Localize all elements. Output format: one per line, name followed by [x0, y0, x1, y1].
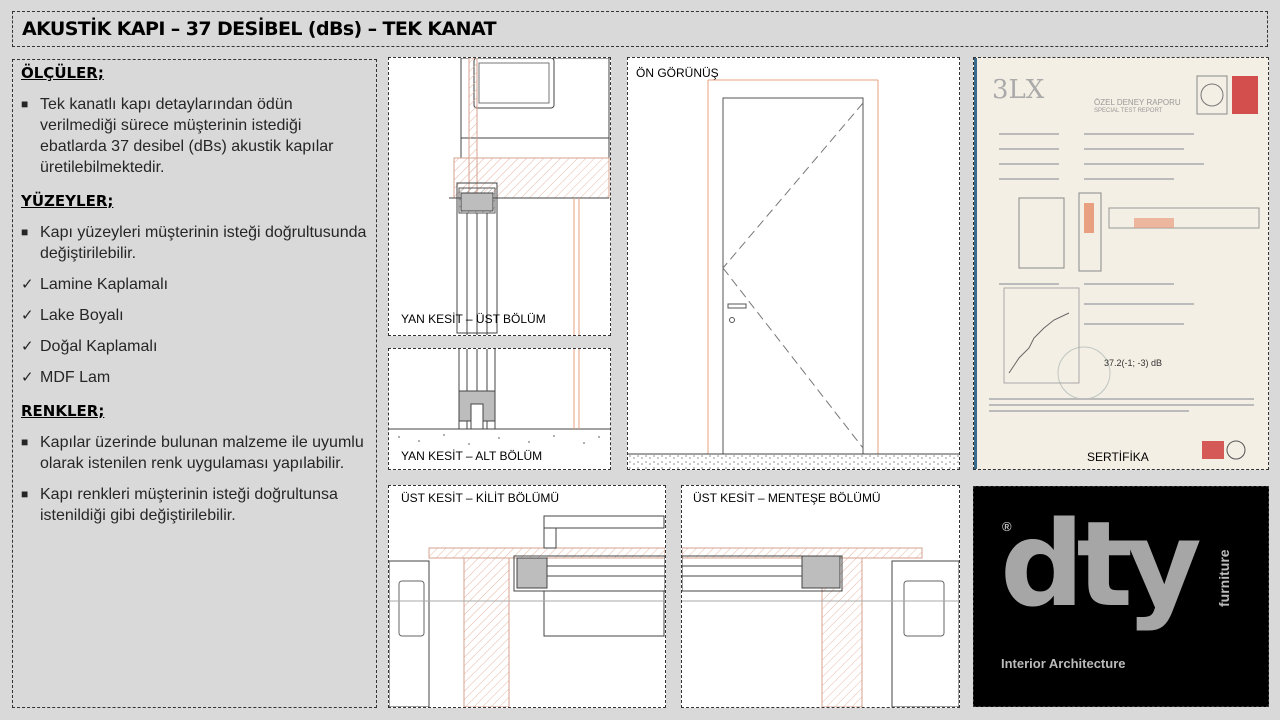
section-list: ■ Kapı yüzeyleri müşterinin isteği doğrul… — [21, 222, 368, 388]
brand-logo-panel: ® dty furniture Interior Architecture — [973, 486, 1269, 707]
list-item: ✓ Doğal Kaplamalı — [21, 336, 368, 357]
logo-tagline: Interior Architecture — [1001, 656, 1126, 671]
certificate-result: 37.2(-1; -3) dB — [1104, 358, 1163, 368]
list-item: ■ Kapılar üzerinde bulunan malzeme ile uy… — [21, 432, 368, 474]
section-heading: YÜZEYLER; — [21, 192, 114, 210]
spec-panel: ÖLÇÜLER; ■ Tek kanatlı kapı detaylarından … — [12, 59, 377, 708]
top-section-lock-panel: ÜST KESİT – KİLİT BÖLÜMÜ — [388, 485, 666, 708]
side-section-top-drawing — [449, 58, 610, 335]
list-item: ✓ MDF Lam — [21, 367, 368, 388]
list-item: ✓ Lake Boyalı — [21, 305, 368, 326]
list-item: ■ Kapı yüzeyleri müşterinin isteği doğrul… — [21, 222, 368, 264]
side-bottom-caption: YAN KESİT – ALT BÖLÜM — [401, 449, 543, 463]
side-section-bottom-drawing — [389, 349, 610, 445]
logo-registered-mark: ® — [1002, 519, 1012, 534]
list-item: ✓ Lamine Kaplamalı — [21, 274, 368, 295]
bullet-icon: ■ — [21, 97, 29, 111]
checkmark-icon: ✓ — [21, 369, 34, 386]
list-item: ■ Kapı renkleri müşterinin isteği doğrult… — [21, 484, 368, 526]
list-item-text: Kapı yüzeyleri müşterinin isteği doğrult… — [40, 224, 367, 262]
certificate-document-image: 3LX — [974, 58, 1260, 469]
list-item-text: Lake Boyalı — [40, 307, 124, 324]
section-heading: ÖLÇÜLER; — [21, 64, 104, 82]
top-section-hinge-panel: ÜST KESİT – MENTEŞE BÖLÜMÜ — [681, 485, 960, 708]
list-item-text: MDF Lam — [40, 369, 111, 386]
section-heading: RENKLER; — [21, 402, 105, 420]
section-list: ■ Kapılar üzerinde bulunan malzeme ile uy… — [21, 432, 368, 526]
top-hinge-caption: ÜST KESİT – MENTEŞE BÖLÜMÜ — [693, 491, 881, 505]
list-item-text: Tek kanatlı kapı detaylarından ödün veri… — [40, 96, 334, 176]
certificate-panel: 3LX ÖZEL DENEY RAPORU SPECIAL TEST RE — [973, 57, 1269, 470]
checkmark-icon: ✓ — [21, 276, 34, 293]
section-list: ■ Tek kanatlı kapı detaylarından ödün ver… — [21, 94, 368, 178]
list-item-text: Kapı renkleri müşterinin isteği doğrultu… — [40, 486, 338, 524]
list-item-text: Lamine Kaplamalı — [40, 276, 169, 293]
side-top-caption: YAN KESİT – ÜST BÖLÜM — [401, 312, 546, 326]
certificate-lab-logo-icon: 3LX — [992, 75, 1045, 105]
title-bar: AKUSTİK KAPI – 37 DESİBEL (dBs) – TEK KA… — [12, 11, 1268, 47]
bullet-icon: ■ — [21, 435, 29, 449]
certificate-report-subtitle: SPECIAL TEST REPORT — [1094, 108, 1163, 114]
list-item: ■ Tek kanatlı kapı detaylarından ödün ver… — [21, 94, 368, 178]
list-item-text: Kapılar üzerinde bulunan malzeme ile uyu… — [40, 434, 364, 472]
top-lock-caption: ÜST KESİT – KİLİT BÖLÜMÜ — [401, 491, 560, 505]
front-view-drawing — [628, 79, 959, 469]
logo-wordmark: dty — [1000, 495, 1202, 633]
checkmark-icon: ✓ — [21, 338, 34, 355]
bullet-icon: ■ — [21, 225, 29, 239]
top-section-hinge-drawing — [682, 547, 959, 707]
checkmark-icon: ✓ — [21, 307, 34, 324]
certificate-report-title: ÖZEL DENEY RAPORU — [1094, 98, 1181, 107]
side-section-bottom-panel: YAN KESİT – ALT BÖLÜM — [388, 348, 611, 470]
logo-furniture-label: furniture — [1216, 549, 1232, 607]
page-title: AKUSTİK KAPI – 37 DESİBEL (dBs) – TEK KA… — [22, 18, 497, 40]
side-section-top-panel: YAN KESİT – ÜST BÖLÜM — [388, 57, 611, 336]
svg-text:3LX: 3LX — [992, 75, 1045, 105]
list-item-text: Doğal Kaplamalı — [40, 338, 158, 355]
front-view-panel: ÖN GÖRÜNÜŞ — [627, 57, 960, 470]
top-section-lock-drawing — [389, 515, 665, 707]
bullet-icon: ■ — [21, 487, 29, 501]
front-view-caption: ÖN GÖRÜNÜŞ — [636, 66, 719, 80]
certificate-caption: SERTİFİKA — [1087, 450, 1149, 464]
